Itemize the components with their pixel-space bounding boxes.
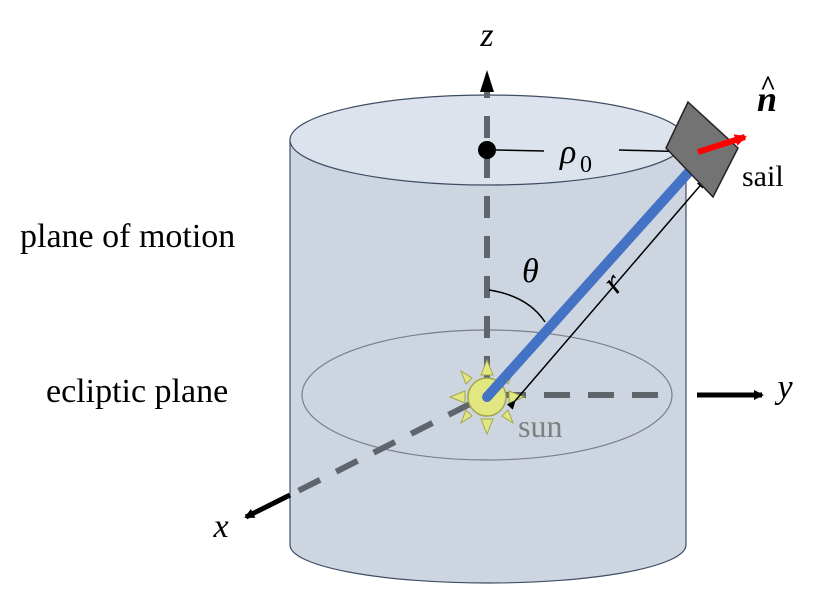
rho-subscript: 0 <box>580 152 592 178</box>
z-axis-label: z <box>479 17 493 54</box>
x-axis-dash <box>288 401 472 498</box>
x-axis-arrow <box>244 492 292 520</box>
z-axis-arrowhead <box>480 70 494 92</box>
theta-label: θ <box>522 253 539 290</box>
x-axis-label: x <box>212 508 228 545</box>
sun-label: sun <box>518 408 562 444</box>
r-dimension-arrow <box>506 179 706 410</box>
n-hat-label: n <box>757 79 777 119</box>
plane-of-motion-label: plane of motion <box>20 218 235 255</box>
rho-left-line <box>495 149 545 152</box>
normal-vector <box>697 134 747 155</box>
ecliptic-plane-label: ecliptic plane <box>46 373 228 410</box>
sail-label: sail <box>742 160 784 193</box>
rho-label: ρ <box>559 134 576 171</box>
n-hat-caret: ^ <box>760 71 776 102</box>
y-axis-label: y <box>774 369 793 406</box>
axis-center-dot <box>478 141 496 159</box>
